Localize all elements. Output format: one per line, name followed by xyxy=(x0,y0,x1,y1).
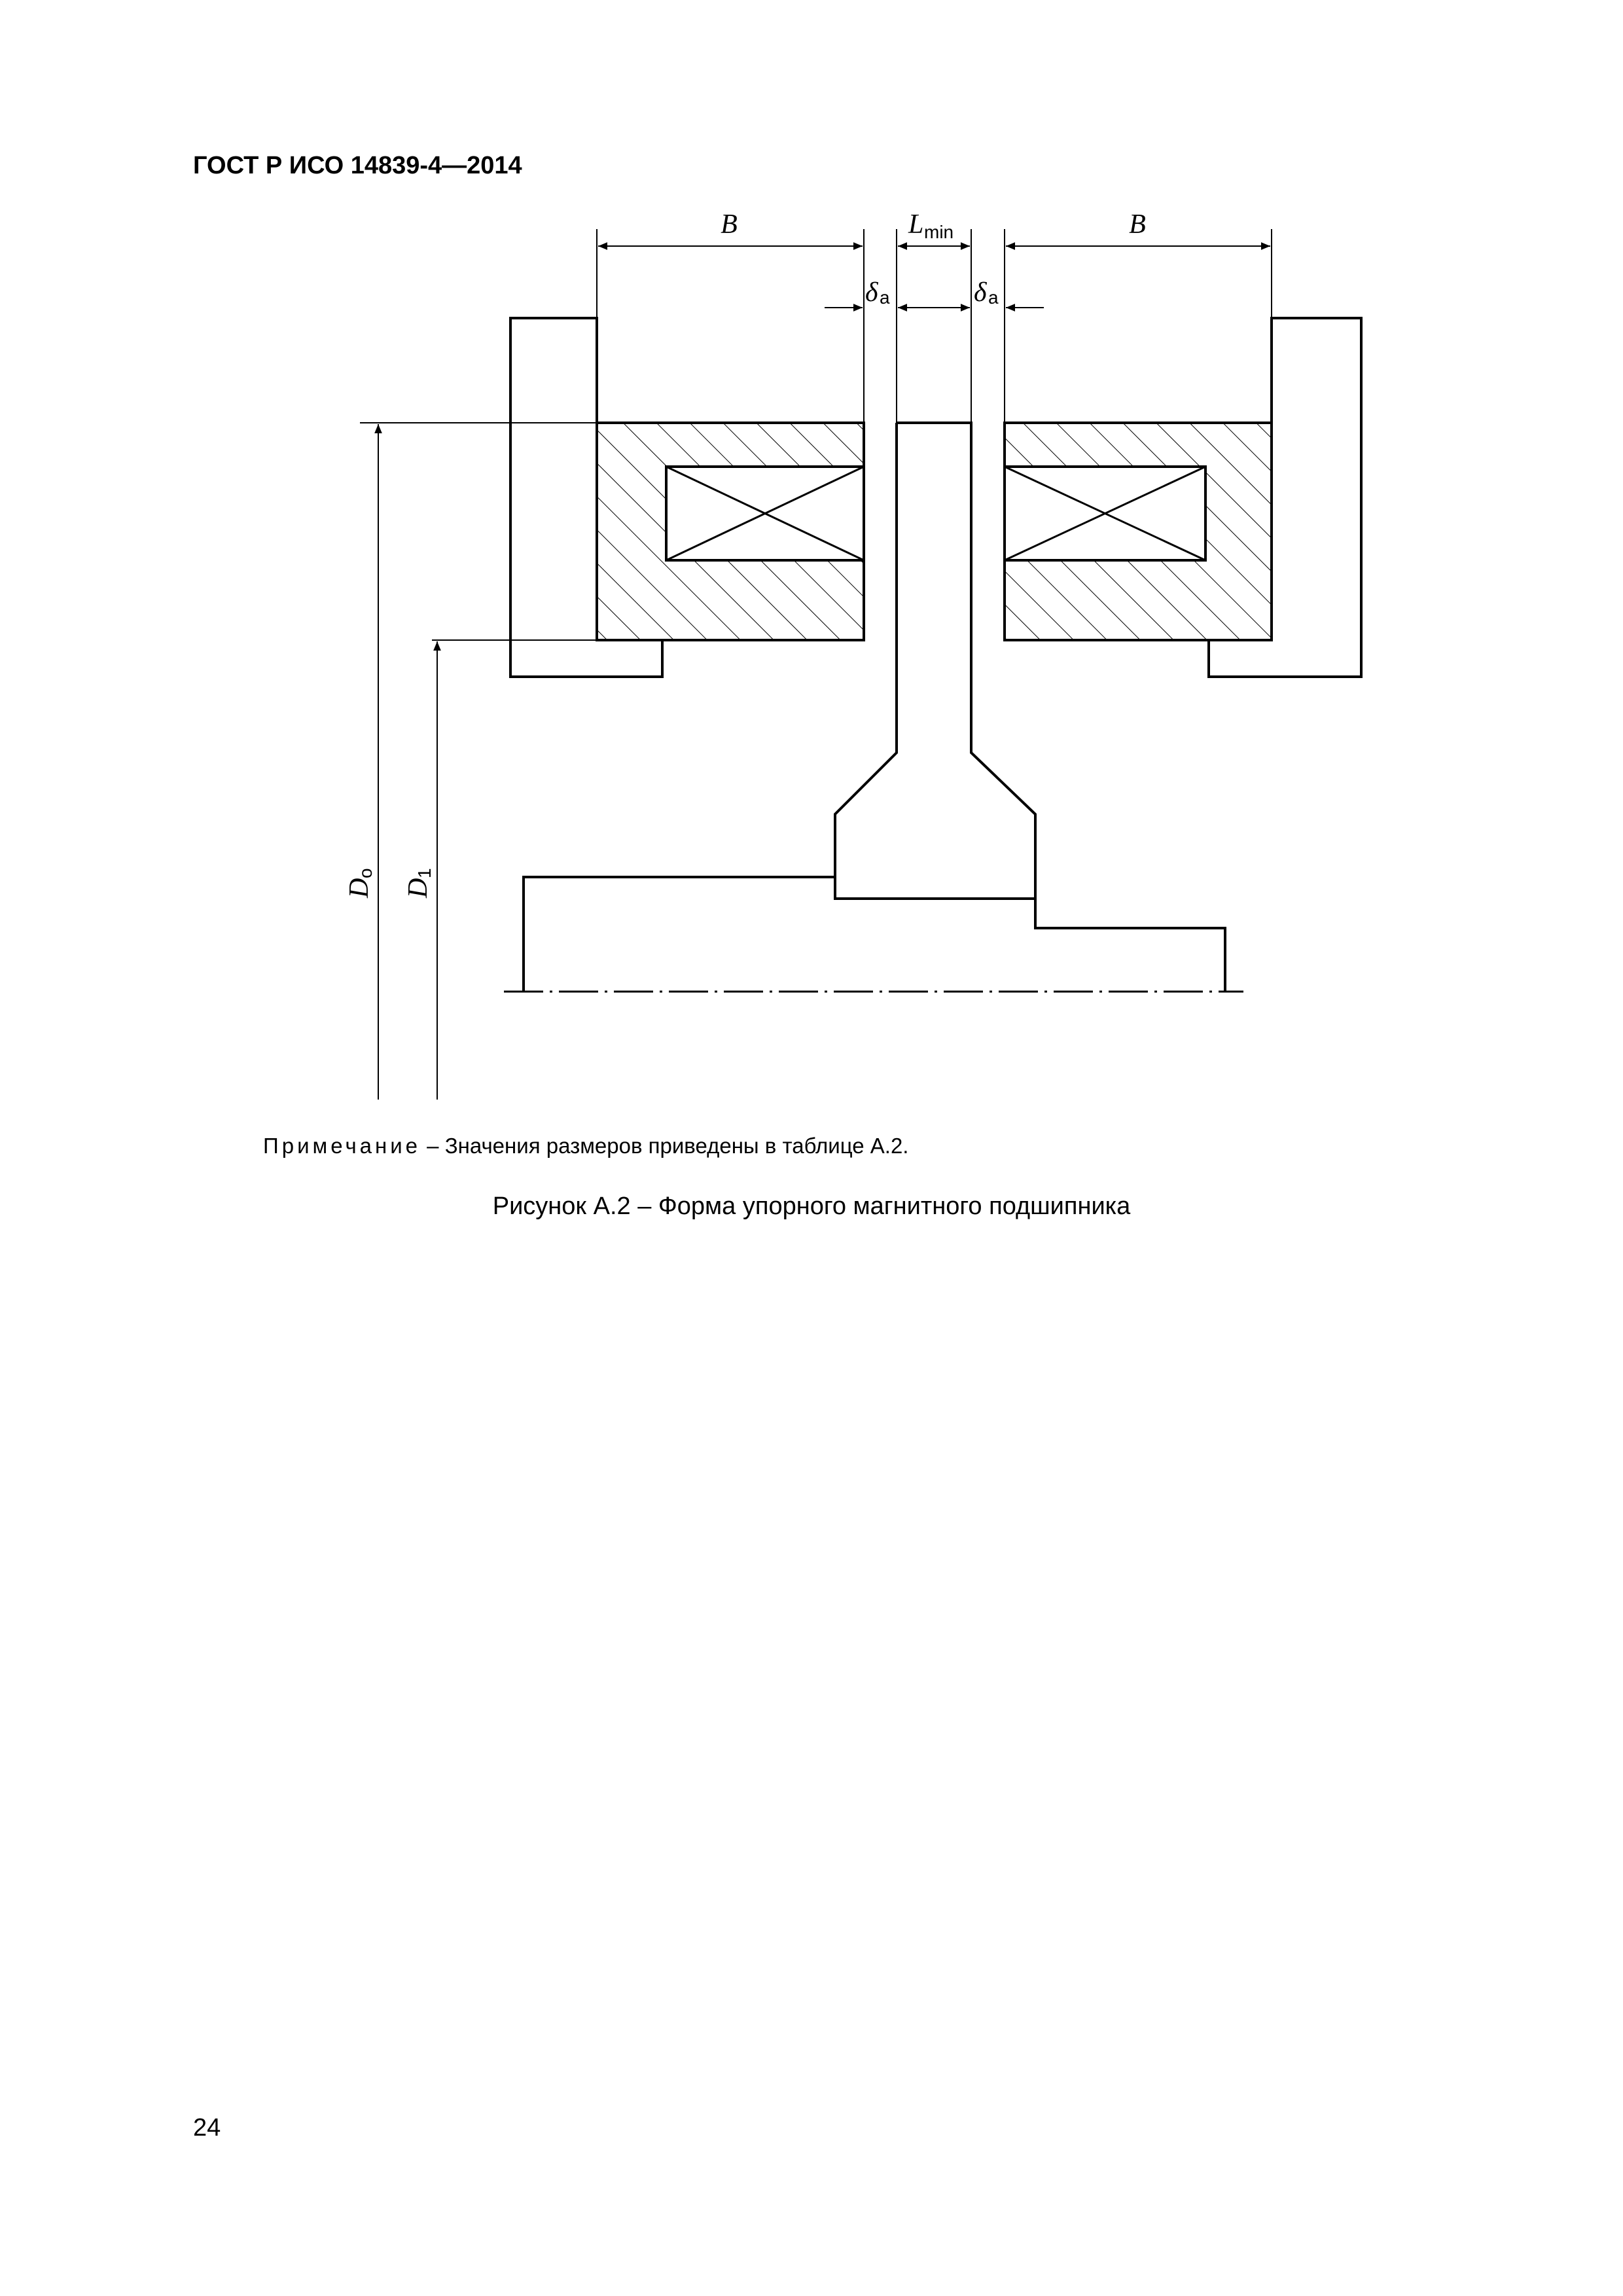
dim-do: D xyxy=(344,878,374,899)
dim-lmin-sub: min xyxy=(924,222,954,242)
dimension-labels: B B L min δ a δ a D o D 1 xyxy=(344,209,1146,899)
note-text: – Значения размеров приведены в таблице … xyxy=(421,1134,909,1158)
dim-lmin: L xyxy=(908,209,923,240)
dim-delta-left-sub: a xyxy=(880,287,890,308)
dim-delta-right-sub: a xyxy=(988,287,999,308)
coil-left xyxy=(665,465,865,562)
document-header: ГОСТ Р ИСО 14839-4—2014 xyxy=(193,152,522,179)
dim-delta-left: δ xyxy=(865,278,879,308)
dim-do-sub: o xyxy=(355,868,376,878)
figure-note: Примечание – Значения размеров приведены… xyxy=(263,1134,908,1158)
coil-right xyxy=(1003,465,1207,562)
dim-d1-sub: 1 xyxy=(414,868,435,878)
dim-delta-right: δ xyxy=(974,278,988,308)
thrust-bearing-drawing: B B L min δ a δ a D o D 1 xyxy=(344,209,1363,1100)
note-lead: Примечание xyxy=(263,1134,421,1158)
figure-caption: Рисунок А.2 – Форма упорного магнитного … xyxy=(492,1193,1131,1220)
rotor-disc-and-shaft xyxy=(522,422,1226,992)
dim-b-right: B xyxy=(1129,209,1146,240)
dimension-lines xyxy=(360,229,1272,1100)
page-number: 24 xyxy=(193,2114,221,2142)
dim-d1: D xyxy=(403,878,433,899)
dim-b-left: B xyxy=(721,209,738,240)
